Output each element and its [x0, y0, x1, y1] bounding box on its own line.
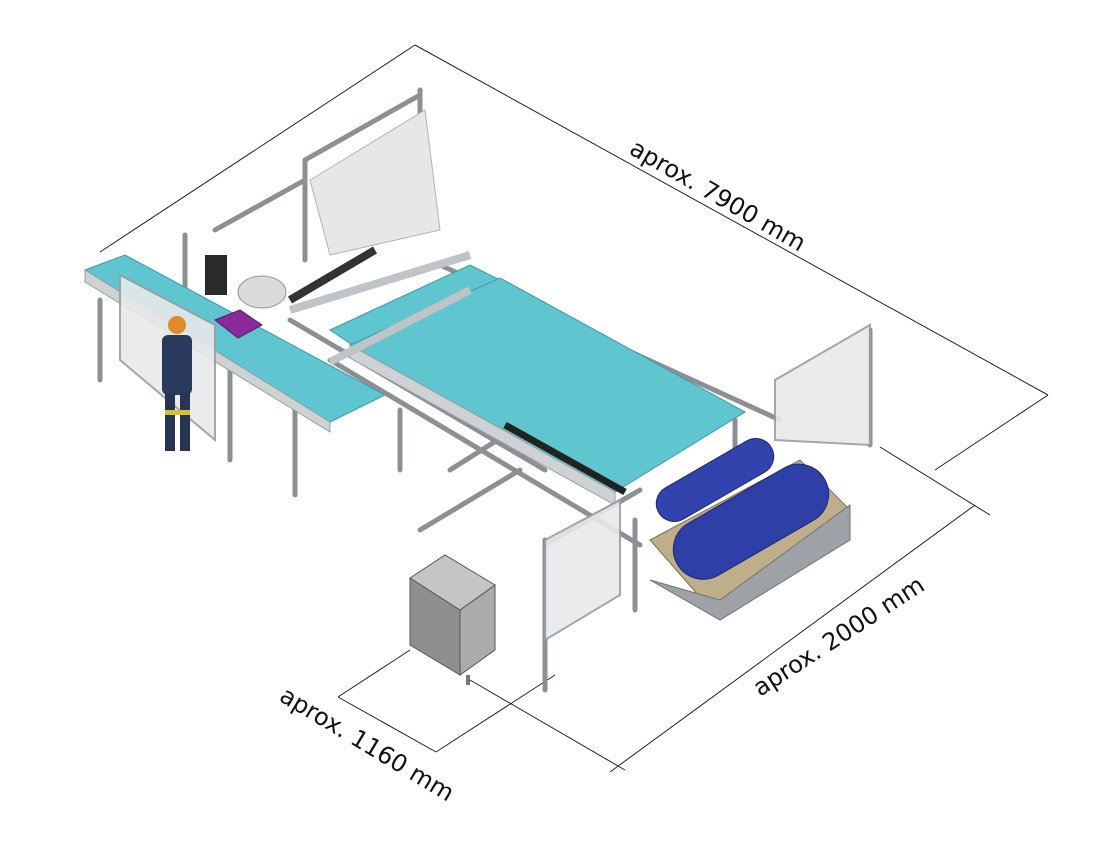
camera-unit — [237, 275, 287, 309]
cutting-rail — [503, 421, 627, 496]
print-head — [205, 255, 227, 295]
back-panel — [309, 109, 441, 256]
purple-module — [214, 309, 263, 339]
roller-unit-frame — [649, 504, 851, 621]
belt-track — [287, 246, 378, 304]
gantry-beam — [288, 251, 472, 314]
width-dimension-label: aprox. 2000 mm — [748, 571, 929, 702]
control-cabinet-top — [409, 554, 496, 611]
cabinet-dimension-label: aprox. 1160 mm — [275, 681, 459, 807]
small-fabric-roll — [655, 438, 775, 522]
length-dimension-label: aprox. 7900 mm — [625, 134, 811, 257]
operator-figure — [162, 316, 192, 451]
dimension-lines — [99, 44, 1049, 773]
large-fabric-roll — [672, 463, 830, 580]
gantry-beam-cross — [328, 286, 472, 366]
